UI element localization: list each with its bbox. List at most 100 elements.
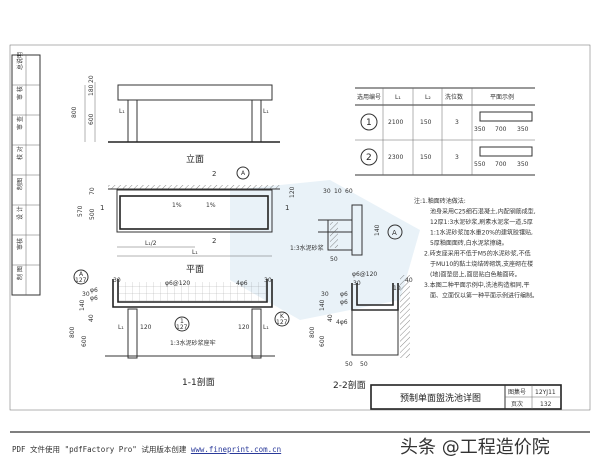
- svg-text:60: 60: [345, 188, 353, 195]
- svg-text:A: A: [79, 271, 84, 278]
- side-strip-cell: 总说明: [16, 52, 24, 70]
- svg-text:140: 140: [79, 299, 86, 311]
- svg-text:120: 120: [238, 324, 250, 331]
- table-header: 选用编号: [357, 93, 381, 101]
- footer-link[interactable]: www.fineprint.com.cn: [190, 445, 282, 454]
- example-dim: 350: [517, 126, 529, 133]
- pdf-footer: PDF 文件使用 "pdfFactory Pro" 试用版本创建 www.fin…: [12, 444, 281, 455]
- sheet-frame: [9, 44, 591, 411]
- example-dim: 550: [474, 161, 486, 168]
- blue-watermark: [230, 180, 420, 320]
- svg-text:20: 20: [88, 75, 95, 83]
- svg-text:800: 800: [69, 326, 76, 338]
- svg-text:1%: 1%: [172, 202, 182, 209]
- svg-text:120: 120: [289, 186, 296, 198]
- svg-text:L₁: L₁: [119, 108, 125, 115]
- svg-text:127: 127: [176, 324, 188, 331]
- section-2-2: φ6@120 30 10 40 φ6 φ6 4φ6 30 140 40 800 …: [309, 271, 413, 391]
- cell-count: 3: [455, 154, 459, 161]
- svg-text:40: 40: [88, 314, 95, 322]
- plan-example-icon: [479, 146, 533, 157]
- svg-text:30: 30: [82, 291, 90, 298]
- side-strip-cell: 审 核: [16, 86, 24, 100]
- svg-text:1:3水泥砂浆座牢: 1:3水泥砂浆座牢: [170, 339, 216, 347]
- note-line: 面、立面仅以第一种平面示例进行编制。: [430, 292, 538, 300]
- svg-text:600: 600: [319, 335, 326, 347]
- svg-text:70: 70: [89, 187, 96, 195]
- svg-text:50: 50: [360, 361, 368, 368]
- title-block: 预制单面盥洗池详图 图集号 12YJ11 页次 132: [370, 384, 562, 410]
- svg-text:2: 2: [212, 170, 216, 178]
- note-line: 池身采用C25细石混凝土,内配钢筋成型,: [430, 208, 536, 216]
- section-1-1-title: 1-1剖面: [182, 376, 215, 388]
- watermark: 头条 @工程造价院: [400, 437, 550, 458]
- svg-text:500: 500: [89, 208, 96, 220]
- note-line: 1:1水泥砂浆加水重20%的建筑胶镶贴,: [430, 229, 533, 237]
- svg-text:30: 30: [353, 280, 361, 287]
- svg-text:40: 40: [327, 314, 334, 322]
- svg-text:600: 600: [88, 113, 95, 125]
- cell-l1: 2100: [388, 119, 403, 126]
- row-id: 2: [366, 153, 372, 163]
- svg-text:12YJ11: 12YJ11: [535, 389, 556, 396]
- svg-text:4φ6: 4φ6: [336, 319, 348, 326]
- svg-text:φ6: φ6: [340, 291, 348, 298]
- note-line: 2.砖支座采用不低于M5的水泥砂浆,不低: [424, 250, 531, 258]
- svg-text:L₁/2: L₁/2: [145, 240, 157, 247]
- svg-text:L₁: L₁: [263, 108, 269, 115]
- cell-l2: 150: [420, 154, 432, 161]
- plan-title: 平面: [186, 264, 204, 275]
- svg-text:10: 10: [334, 188, 342, 195]
- svg-text:180: 180: [88, 84, 95, 96]
- svg-text:图集号: 图集号: [508, 388, 526, 396]
- svg-text:30: 30: [321, 291, 329, 298]
- example-dim: 700: [495, 126, 507, 133]
- svg-text:L₁: L₁: [263, 324, 269, 331]
- cell-l2: 150: [420, 119, 432, 126]
- svg-text:600: 600: [81, 335, 88, 347]
- svg-text:L₁: L₁: [192, 249, 198, 256]
- svg-text:132: 132: [540, 401, 552, 408]
- svg-text:1:3水泥砂浆: 1:3水泥砂浆: [290, 244, 324, 252]
- svg-text:10: 10: [393, 285, 401, 292]
- svg-text:1: 1: [180, 318, 184, 325]
- svg-text:127: 127: [276, 319, 288, 326]
- svg-text:1: 1: [100, 204, 104, 212]
- elevation-view: 800 180 20 600 L₁ L₁ 立面: [71, 75, 280, 165]
- drawing-title: 预制单面盥洗池详图: [400, 392, 481, 404]
- svg-text:127: 127: [75, 277, 87, 284]
- note-line: 注:1.釉面砖池做法:: [414, 197, 466, 205]
- section-1-1: φ6@120 4φ6 φ6 φ6 30 30 30 140 40 800 600…: [69, 269, 290, 388]
- svg-text:800: 800: [309, 326, 316, 338]
- table-header: L₁: [395, 94, 401, 101]
- side-strip-cell: 制图: [16, 178, 24, 190]
- svg-text:A: A: [392, 229, 397, 237]
- plan-view: 1% 1% 1 1 2 2 A 570 500 70 120 L₁/2 L₁ 平…: [77, 166, 296, 275]
- cell-count: 3: [455, 119, 459, 126]
- example-dim: 350: [517, 161, 529, 168]
- note-line: 12厚1:3水泥砂浆,刷素水泥浆一道,5厚: [430, 218, 533, 226]
- note-line: 于MU10的黏土烧结砖砌筑,支座砌在楼: [430, 260, 533, 268]
- note-line: 5厚釉面面砖,白水泥浆擦缝。: [430, 239, 508, 247]
- svg-text:φ6: φ6: [90, 295, 98, 302]
- table-header: 洗位数: [445, 93, 463, 101]
- table-header: 平面示例: [490, 93, 514, 101]
- svg-text:1%: 1%: [206, 202, 216, 209]
- table-header: L₂: [425, 94, 431, 101]
- svg-text:30: 30: [264, 277, 272, 284]
- svg-text:30: 30: [323, 188, 331, 195]
- section-2-2-title: 2-2剖面: [333, 379, 366, 391]
- svg-text:800: 800: [71, 106, 78, 118]
- cell-l1: 2300: [388, 154, 403, 161]
- svg-text:φ6: φ6: [90, 287, 98, 294]
- svg-text:φ6@120: φ6@120: [165, 280, 190, 287]
- note-line: (地)面垫层上,面层贴白色釉面砖。: [430, 271, 521, 279]
- side-strip-cell: 设 计: [16, 206, 24, 220]
- footer-text: PDF 文件使用 "pdfFactory Pro" 试用版本创建: [12, 445, 191, 454]
- svg-text:K: K: [280, 313, 285, 320]
- svg-text:φ6: φ6: [340, 299, 348, 306]
- svg-text:50: 50: [330, 256, 338, 263]
- detail-a: 30 10 60 140 50 1:3水泥砂浆 A: [290, 188, 403, 263]
